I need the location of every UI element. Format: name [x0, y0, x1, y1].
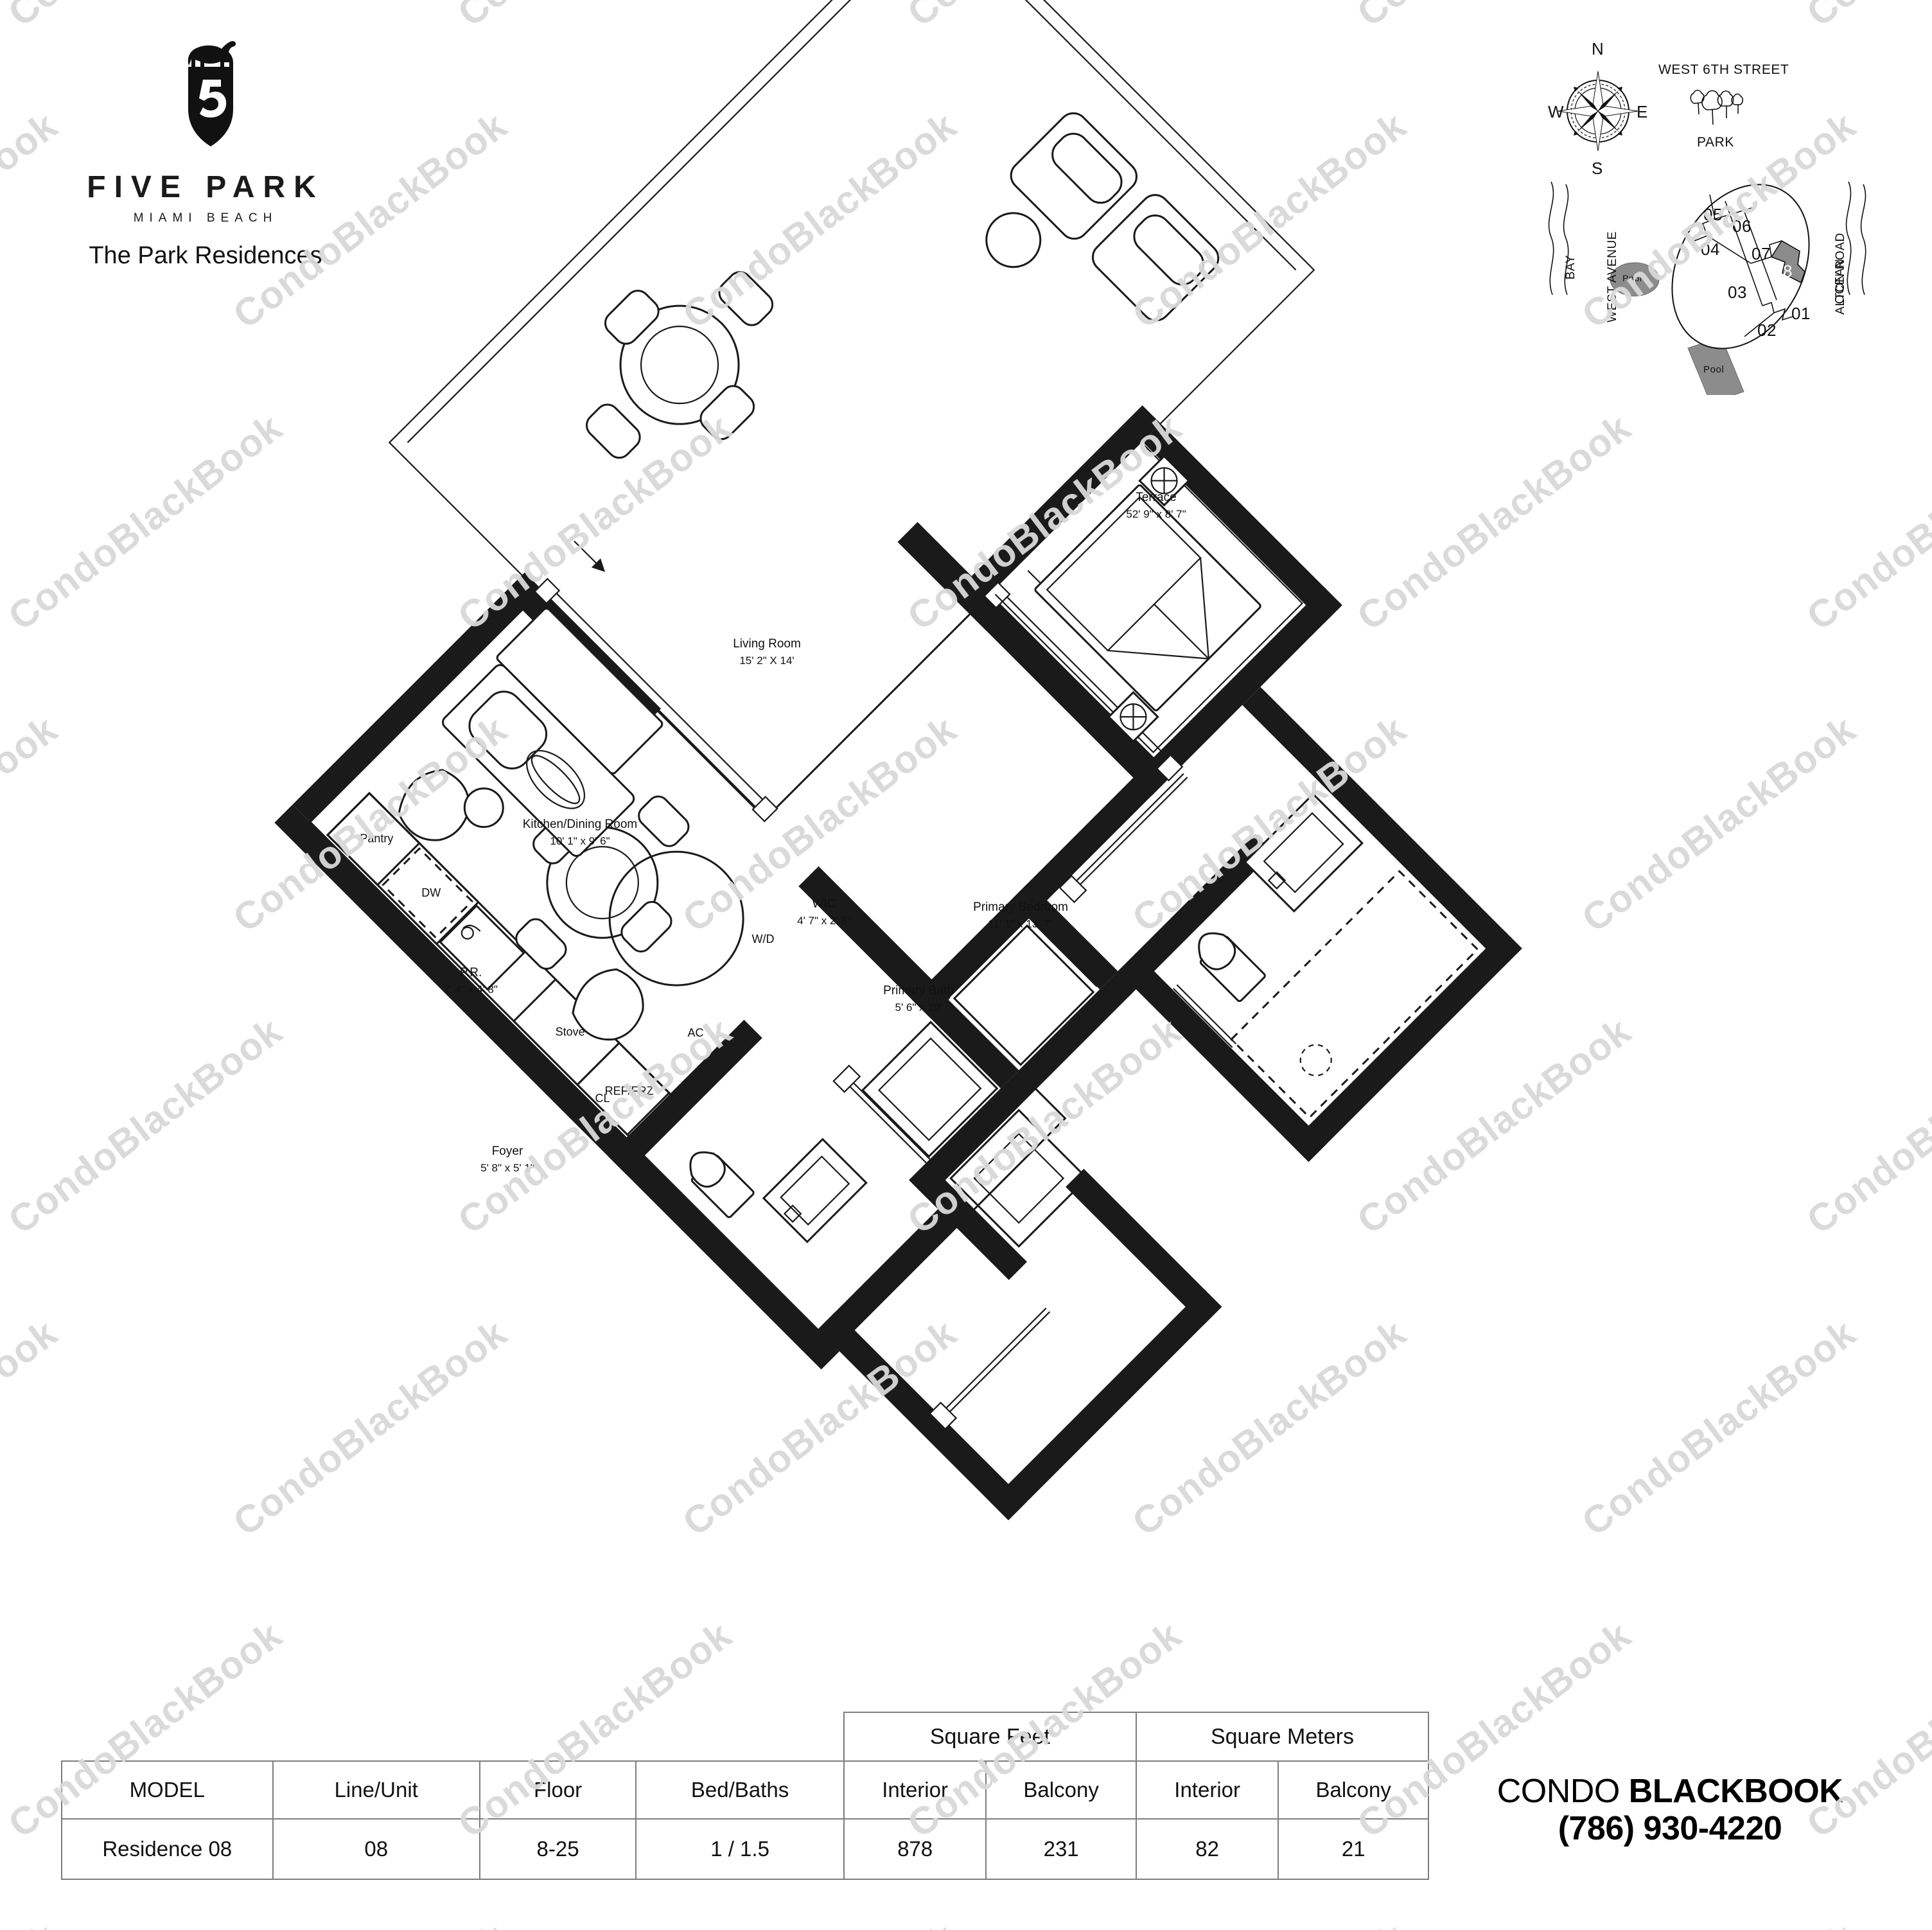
room-dims-living-room: 15' 2" X 14' — [739, 654, 794, 667]
compass-north-label: N — [1592, 39, 1604, 58]
watermark-text: CondoBlackBook — [0, 1915, 66, 1930]
room-dims-wic: 4' 7" x 2' 8" — [797, 915, 851, 927]
terrace-arrow — [574, 540, 606, 572]
fixture-cl-label: CL — [595, 1092, 610, 1105]
powder-room-fixtures — [689, 1137, 868, 1243]
fixture-wd-label: W/D — [752, 933, 775, 945]
fixture-ac-label: AC — [687, 1026, 703, 1039]
fixture-reffrz-label: REF/FRZ — [605, 1084, 654, 1097]
group-header-square-meters: Square Meters — [1135, 1712, 1430, 1762]
group-header-square-feet: Square Feet — [843, 1712, 1137, 1762]
keymap-unit-02: 02 — [1757, 320, 1777, 340]
ocean-label: OCEAN — [1833, 258, 1847, 304]
primary-bedroom-furniture — [994, 444, 1304, 753]
west-avenue-label: WEST AVENUE — [1606, 231, 1620, 323]
room-dims-primary-bedroom: 11' 1" x 13' 7" — [988, 918, 1053, 930]
col-header-sf-interior: Interior — [843, 1760, 987, 1820]
room-label-terrace: Terrace — [1136, 491, 1176, 504]
watermark-text: CondoBlackBook — [1124, 1915, 1414, 1930]
terrace-furniture — [574, 112, 1220, 602]
condo-blackbook-branding: CONDO BLACKBOOK (786) 930-4220 — [1445, 1773, 1895, 1847]
compass-rose-icon — [1558, 71, 1638, 152]
cell-floor: 8-25 — [479, 1818, 637, 1880]
cbb-condo-text: CONDO — [1497, 1773, 1620, 1810]
brand-name: FIVE PARK — [87, 170, 324, 204]
brand-block: FIVE PARK MIAMI BEACH The Park Residence… — [71, 26, 340, 270]
room-dims-pr: 7' 4" x 4' 8" — [444, 983, 498, 996]
fixture-pantry-label: Pantry — [360, 832, 393, 845]
watermark-text: CondoBlackBook — [225, 1915, 515, 1930]
cell-sf-balcony: 231 — [985, 1818, 1137, 1880]
col-header-sm-balcony: Balcony — [1278, 1760, 1429, 1820]
col-header-model: MODEL — [61, 1760, 274, 1820]
pool-deck-label: Pool — [1703, 364, 1725, 375]
room-dims-foyer: 5' 8" x 5' 1" — [480, 1162, 534, 1174]
col-header-bed-baths: Bed/Baths — [635, 1760, 845, 1820]
keymap-unit-08: 08 — [1773, 261, 1793, 281]
room-dims-terrace: 52' 9" x 8' 7" — [1126, 508, 1186, 520]
specification-table: Square Feet Square Meters MODEL Line/Uni… — [61, 1712, 1430, 1880]
brand-subtitle: MIAMI BEACH — [133, 211, 278, 225]
keymap-unit-07: 07 — [1752, 244, 1771, 263]
cell-sf-interior: 878 — [843, 1818, 987, 1880]
cbb-phone: (786) 930-4220 — [1558, 1810, 1782, 1848]
unit-08-highlight — [1770, 240, 1805, 284]
bay-label: BAY — [1564, 254, 1578, 280]
col-header-sm-interior: Interior — [1135, 1760, 1279, 1820]
room-dims-primary-bath: 5' 6" x 10' — [895, 1001, 942, 1013]
col-header-line-unit: Line/Unit — [272, 1760, 480, 1820]
primary-bath-fixtures — [1198, 793, 1479, 1119]
keymap-unit-05: 05 — [1703, 205, 1723, 224]
fixture-stove-label: Stove — [556, 1026, 585, 1039]
cell-bed-baths: 1 / 1.5 — [635, 1818, 845, 1880]
keymap-unit-03: 03 — [1728, 283, 1748, 302]
room-label-living-room: Living Room — [733, 637, 801, 651]
compass-west-label: W — [1548, 102, 1565, 121]
cell-line-unit: 08 — [272, 1818, 480, 1880]
fixture-dw-label: DW — [421, 886, 441, 899]
bay-water-lines — [1548, 181, 1569, 295]
room-label-wic: WIC — [812, 897, 836, 911]
wd-closet — [861, 1021, 999, 1158]
room-label-primary-bath: Primary Bath — [883, 984, 954, 997]
compass-south-label: S — [1592, 159, 1603, 178]
keymap-unit-04: 04 — [1701, 240, 1721, 259]
compass-east-label: E — [1637, 102, 1648, 121]
floor-plan-drawing: .w { fill:#1a1a1a; } /* solid walls */ .… — [274, 0, 1522, 1521]
door-swings — [832, 773, 1237, 1430]
keymap-unit-06: 06 — [1732, 216, 1752, 236]
cbb-blackbook-text: BLACKBOOK — [1628, 1773, 1843, 1810]
col-header-floor: Floor — [479, 1760, 637, 1820]
room-label-kitchen: Kitchen/Dining Room — [523, 818, 637, 831]
brand-tagline: The Park Residences — [89, 242, 322, 269]
keymap-unit-01: 01 — [1791, 304, 1811, 323]
living-room-furniture — [398, 608, 744, 1041]
room-label-pr: P.R. — [460, 966, 482, 979]
pool-amenity-label: Pool — [1622, 273, 1642, 283]
ac-closet — [949, 1109, 1089, 1248]
ocean-water-lines — [1845, 181, 1866, 295]
room-dims-kitchen: 10' 1" x 9' 6" — [550, 835, 610, 847]
building-footprint — [1671, 184, 1810, 349]
trees-icon — [1690, 89, 1744, 125]
street-label: WEST 6TH STREET — [1658, 62, 1789, 77]
cell-sm-balcony: 21 — [1278, 1818, 1429, 1880]
wic-room — [953, 924, 1095, 1066]
park-label: PARK — [1697, 135, 1735, 150]
room-label-primary-bedroom: Primary Bedroom — [973, 900, 1068, 914]
watermark-text: CondoBlackBook — [674, 1915, 965, 1930]
five-park-elephant-crest-icon — [188, 40, 236, 146]
pool-ellipse — [1610, 262, 1660, 297]
col-header-sf-balcony: Balcony — [985, 1760, 1137, 1820]
cell-model: Residence 08 — [61, 1818, 274, 1880]
table-row: Residence 08 08 8-25 1 / 1.5 878 231 82 … — [61, 1818, 1429, 1880]
cell-sm-interior: 82 — [1135, 1818, 1279, 1880]
site-key-map: N E S W WEST 6TH STREET PARK BAY WEST AV… — [1522, 35, 1895, 403]
room-label-foyer: Foyer — [492, 1145, 523, 1158]
watermark-text: CondoBlackBook — [1574, 1915, 1864, 1930]
